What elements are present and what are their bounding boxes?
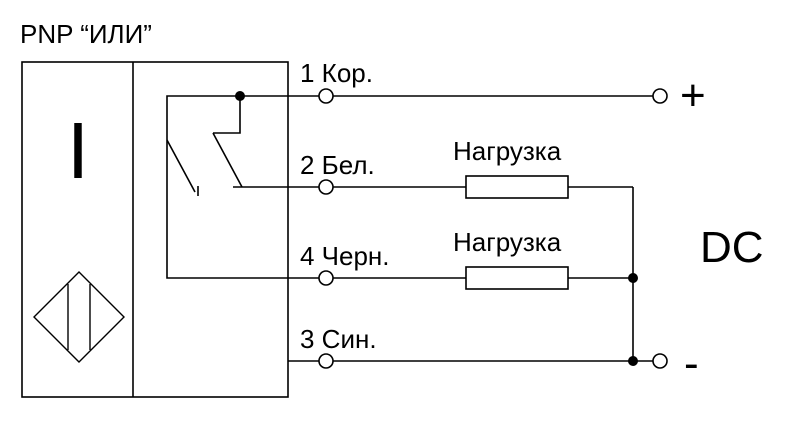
load-resistor-2: [465, 266, 569, 290]
minus-sign: -: [684, 339, 699, 388]
switch-network: [166, 91, 322, 279]
diagram-title: PNP “ИЛИ”: [20, 19, 152, 49]
terminal-4-label: 4 Черн.: [300, 241, 390, 271]
terminal-1-label: 1 Кор.: [300, 58, 373, 88]
terminal-2: [318, 179, 334, 195]
inductive-sensor-icon: [33, 271, 125, 363]
dc-label: DC: [700, 223, 764, 272]
terminal-4: [318, 270, 334, 286]
terminal-2-label: 2 Бел.: [300, 150, 375, 180]
load-resistor-1: [465, 175, 569, 199]
terminal-3: [318, 353, 334, 369]
terminal-1: [318, 88, 334, 104]
load-1-label: Нагрузка: [453, 136, 562, 166]
supply-terminal-plus: [652, 88, 668, 104]
sensor-type-symbol: I: [67, 106, 89, 195]
plus-sign: +: [680, 71, 706, 120]
supply-terminal-minus: [652, 353, 668, 369]
junction-dot-3: [628, 356, 638, 366]
terminal-3-label: 3 Син.: [300, 324, 377, 354]
junction-dot-2: [628, 273, 638, 283]
sensor-body: [21, 61, 289, 398]
load-2-label: Нагрузка: [453, 227, 562, 257]
